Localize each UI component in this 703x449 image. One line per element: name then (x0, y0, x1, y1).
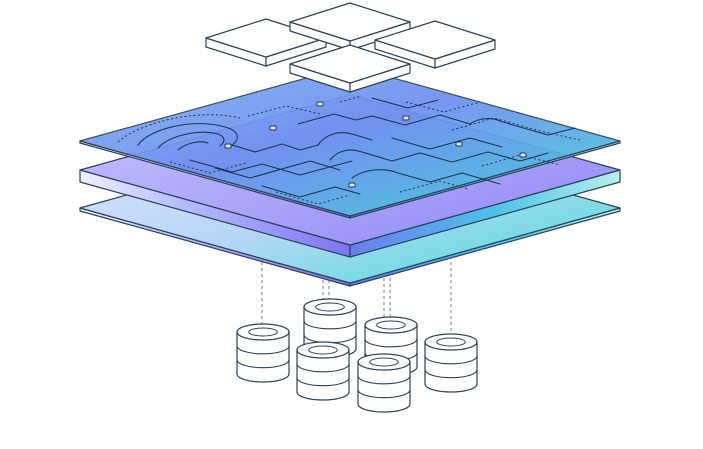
top-nodes (205, 2, 496, 93)
database-6 (357, 353, 411, 413)
top-node-front (289, 44, 411, 93)
database-1 (236, 323, 290, 383)
databases (236, 298, 478, 413)
circuit-dotted-traces (117, 95, 581, 205)
circuit-nodes (224, 101, 527, 188)
platform-layer-top (79, 65, 621, 219)
top-node-right (374, 20, 496, 69)
database-4 (424, 333, 478, 393)
circuit-traces (137, 97, 576, 198)
top-node-back (289, 2, 411, 51)
database-5 (296, 341, 350, 401)
